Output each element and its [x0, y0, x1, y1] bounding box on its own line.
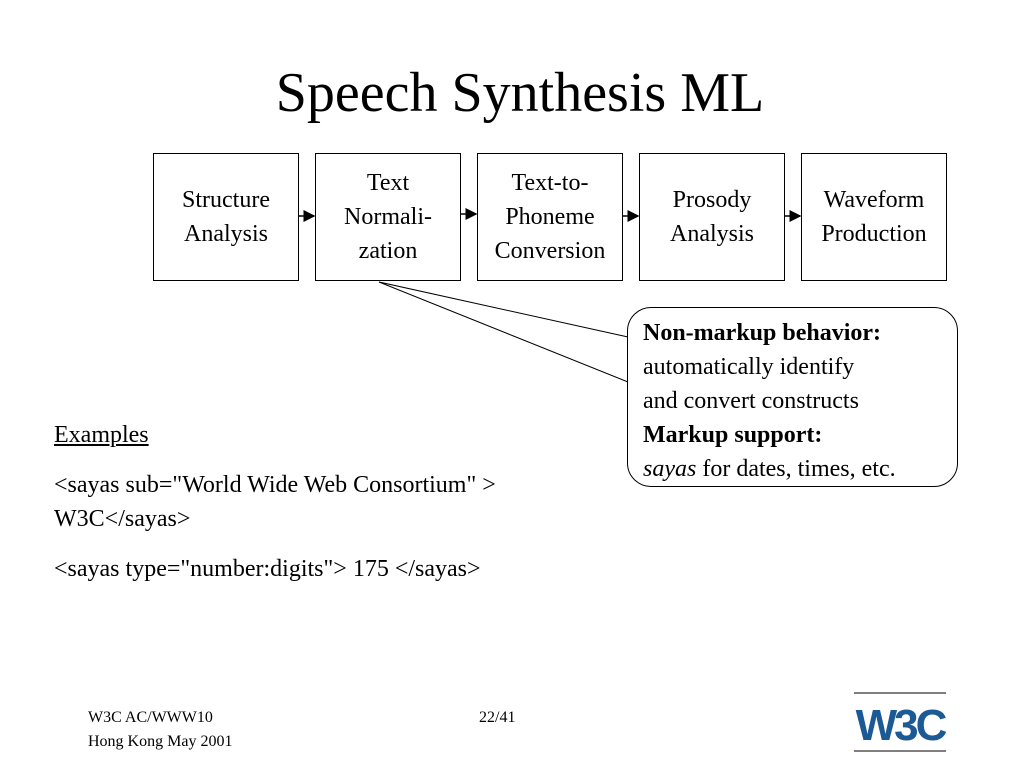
footer-venue: W3C AC/WWW10	[88, 709, 213, 726]
stage-text-to-phoneme: Text-to- Phoneme Conversion	[477, 153, 623, 281]
stage-label-line: Conversion	[494, 238, 606, 264]
example-2: <sayas type="number:digits"> 175 </sayas…	[54, 556, 481, 582]
callout-markup-line: sayas for dates, times, etc.	[643, 452, 957, 486]
callout-markup-rest: for dates, times, etc.	[696, 456, 896, 482]
stage-label-line: Phoneme	[505, 204, 595, 230]
examples-heading: Examples	[54, 422, 149, 448]
stage-prosody-analysis: Prosody Analysis	[639, 153, 785, 281]
example-line: W3C</sayas>	[54, 506, 191, 532]
stage-label-line: Text	[366, 170, 410, 196]
stage-label-line: Normali-	[344, 204, 432, 230]
callout-nonmarkup-heading: Non-markup behavior:	[643, 320, 882, 346]
stage-label-line: Waveform	[823, 187, 925, 213]
stage-label-line: Prosody	[672, 187, 752, 213]
callout-markup-heading: Markup support:	[643, 422, 823, 448]
slide-title: Speech Synthesis ML	[275, 62, 765, 124]
callout-box: Non-markup behavior: automatically ident…	[627, 307, 958, 487]
example-1: <sayas sub="World Wide Web Consortium" >…	[54, 468, 496, 536]
stage-waveform-production: Waveform Production	[801, 153, 947, 281]
callout-line: automatically identify	[643, 354, 855, 380]
stage-label-line: Structure	[182, 187, 270, 213]
example-line: <sayas sub="World Wide Web Consortium" >	[54, 472, 496, 498]
sayas-term: sayas	[643, 456, 697, 482]
callout-line: and convert constructs	[643, 388, 859, 414]
callout-pointer-upper	[378, 281, 629, 338]
footer-date: Hong Kong May 2001	[88, 733, 233, 750]
stage-structure-analysis: Structure Analysis	[153, 153, 299, 281]
page-number: 22/41	[479, 709, 516, 726]
callout-pointer-lower	[378, 281, 629, 383]
stage-label-line: Text-to-	[511, 170, 589, 196]
w3c-logo-text: W3C	[856, 701, 946, 750]
w3c-logo: W3C	[854, 692, 946, 752]
footer-left: W3C AC/WWW10 Hong Kong May 2001	[88, 706, 232, 754]
examples-section: Examples <sayas sub="World Wide Web Cons…	[54, 418, 496, 586]
stage-label-line: Production	[821, 221, 927, 247]
stage-label-line: zation	[358, 238, 418, 264]
stage-text-normalization: Text Normali- zation	[315, 153, 461, 281]
stage-label-line: Analysis	[670, 221, 754, 247]
stage-label-line: Analysis	[183, 221, 268, 247]
